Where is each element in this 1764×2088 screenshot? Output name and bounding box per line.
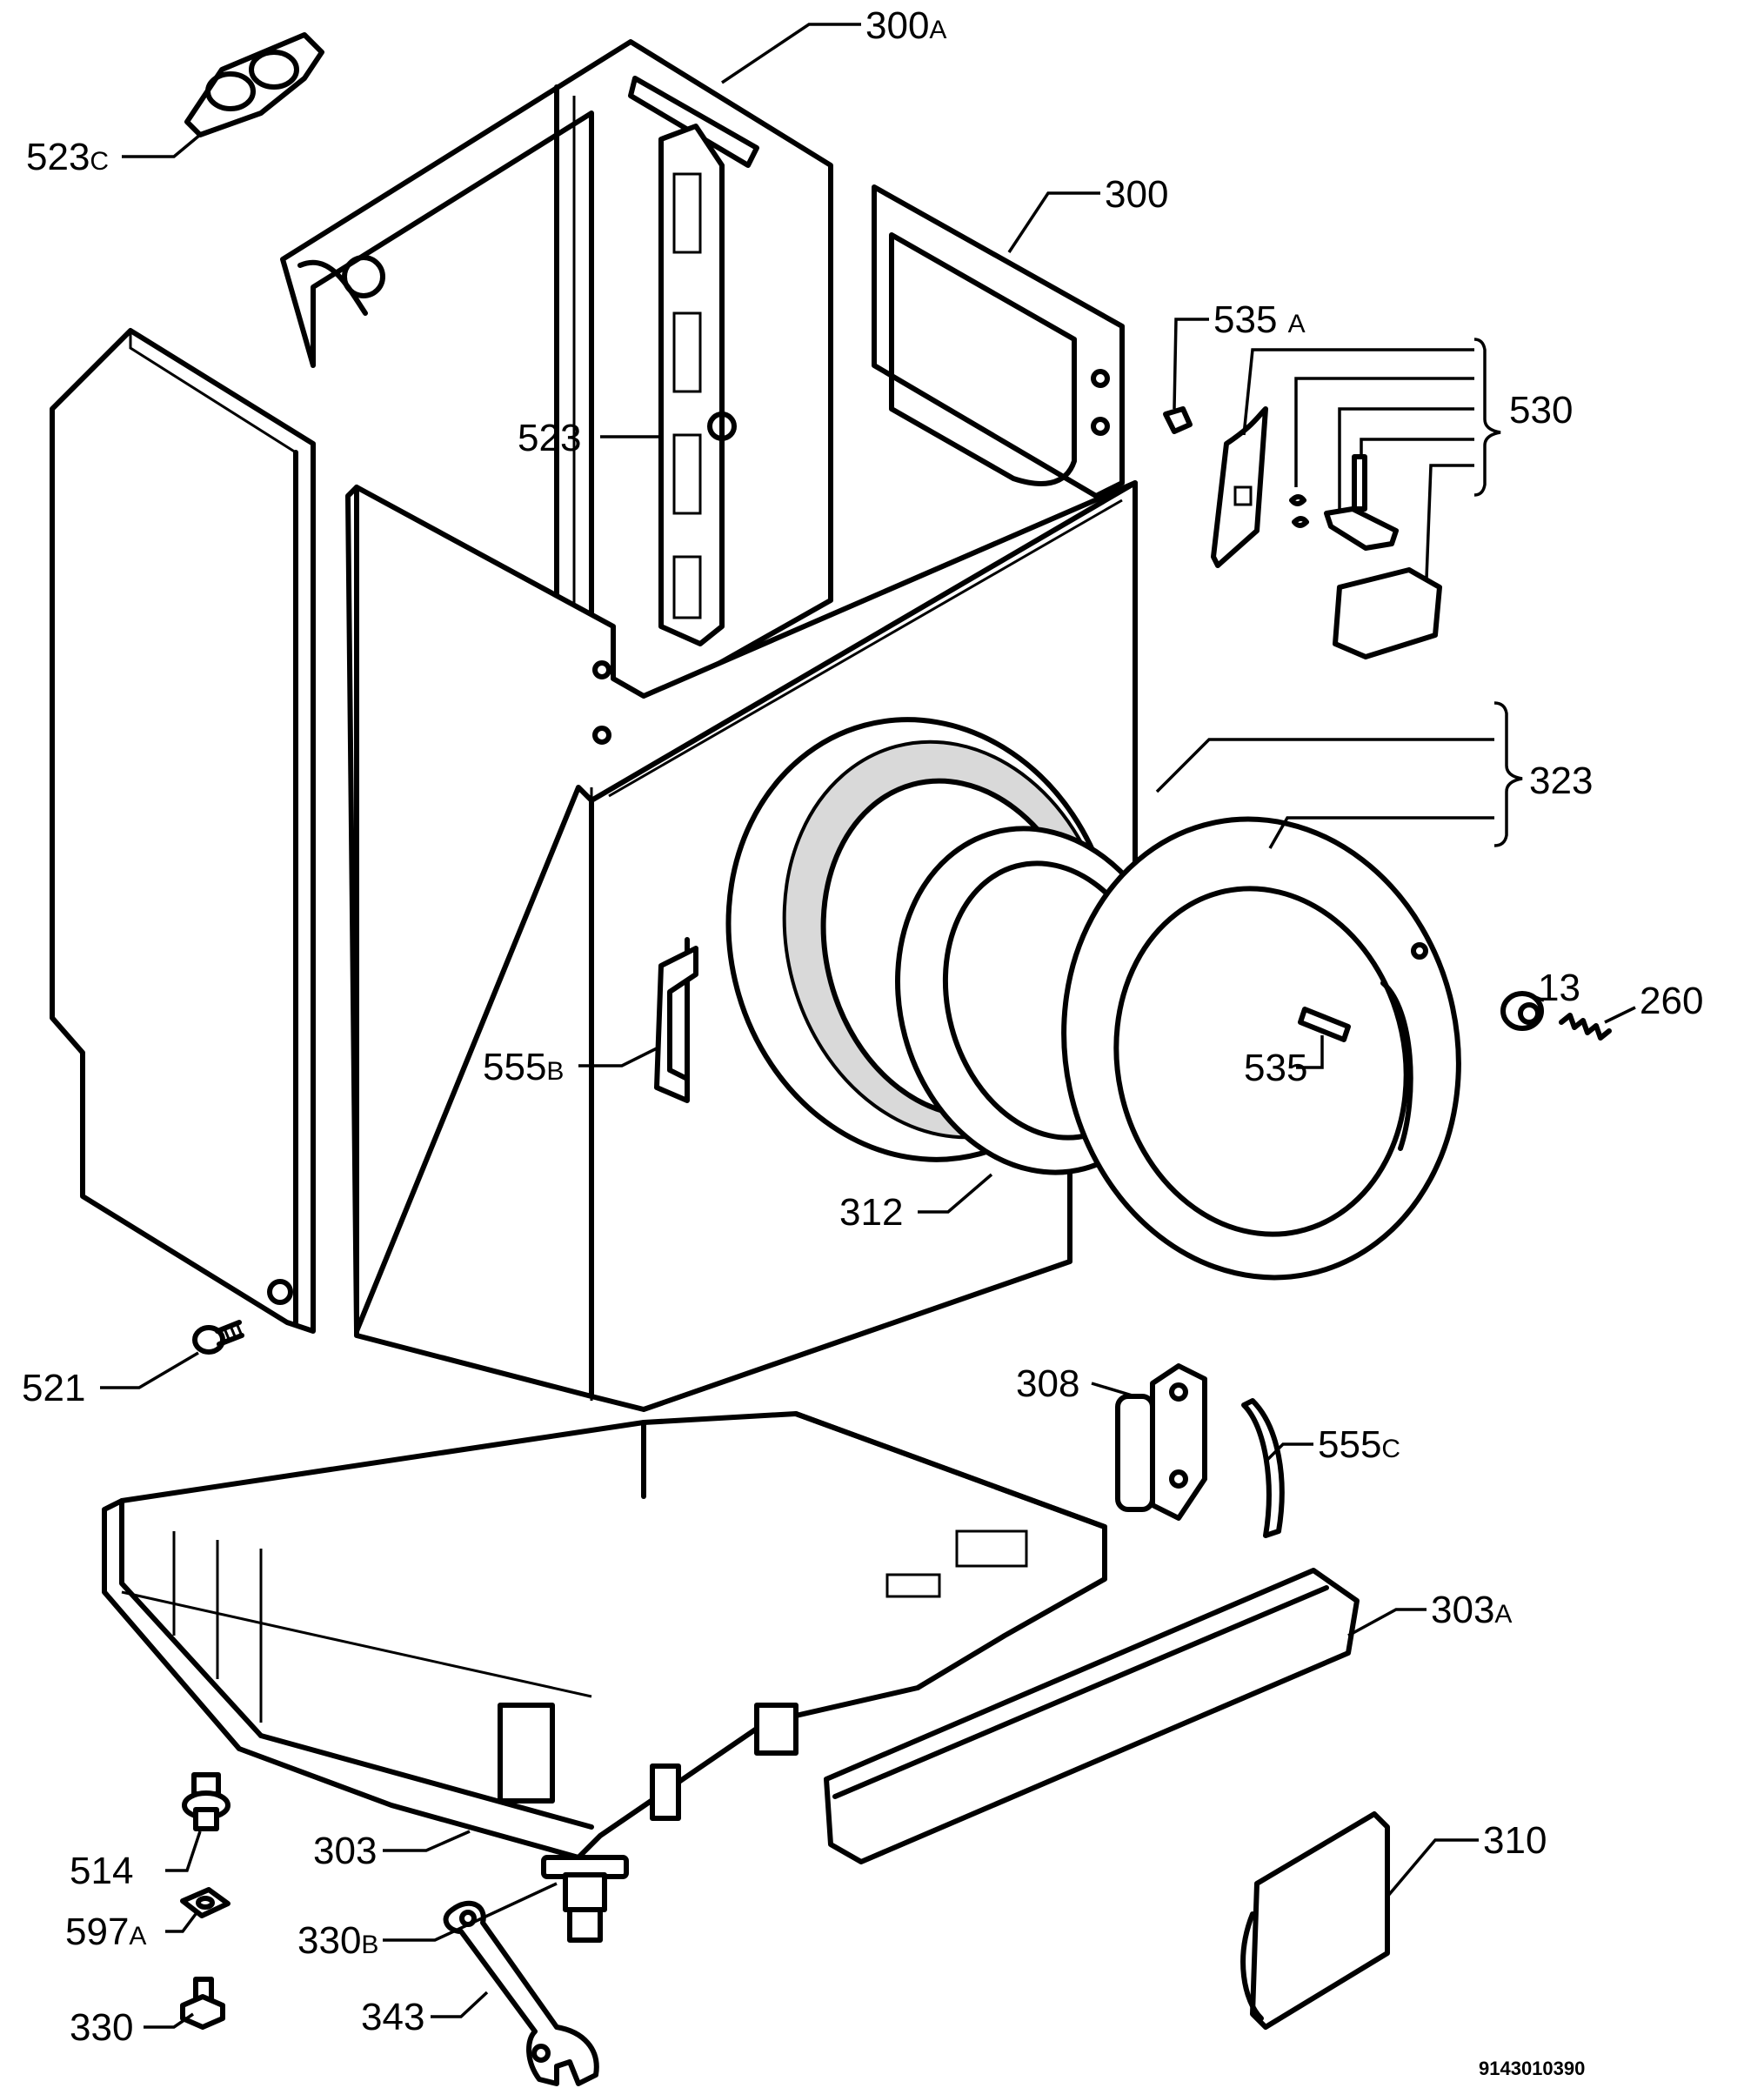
part-323-door-frame-outer bbox=[1061, 816, 1461, 1281]
label-312: 312 bbox=[839, 1191, 903, 1234]
label-260: 260 bbox=[1640, 980, 1703, 1022]
label-330: 330 bbox=[70, 2006, 133, 2049]
label-535: 535 bbox=[1244, 1047, 1307, 1089]
bracket-530 bbox=[1473, 338, 1501, 497]
bracket-323 bbox=[1493, 701, 1523, 847]
part-343-spanner bbox=[443, 1900, 599, 2086]
label-530: 530 bbox=[1509, 389, 1573, 432]
label-330b: 330B bbox=[297, 1919, 378, 1962]
label-535a: 535 A bbox=[1213, 298, 1306, 341]
label-310: 310 bbox=[1483, 1819, 1547, 1862]
label-343: 343 bbox=[361, 1996, 424, 2038]
label-300a: 300A bbox=[865, 4, 946, 47]
label-523c: 523C bbox=[26, 136, 109, 178]
label-514: 514 bbox=[70, 1850, 133, 1892]
label-523: 523 bbox=[518, 417, 581, 459]
leader-lines bbox=[100, 23, 1636, 2029]
cabinet-right-side-panel-300 bbox=[872, 184, 1125, 499]
label-303: 303 bbox=[313, 1830, 377, 1872]
label-13: 13 bbox=[1538, 967, 1580, 1009]
label-555c: 555C bbox=[1318, 1423, 1400, 1466]
cabinet-left-side-panel bbox=[50, 328, 316, 1334]
label-555b: 555B bbox=[483, 1046, 564, 1088]
part-521-screw bbox=[192, 1320, 244, 1355]
part-523-cable-strip bbox=[658, 124, 737, 646]
label-300: 300 bbox=[1105, 173, 1168, 216]
label-597a: 597A bbox=[65, 1911, 146, 1953]
label-303a: 303A bbox=[1431, 1589, 1512, 1631]
part-310-flap bbox=[1240, 1811, 1390, 2030]
part-514-foot-screw bbox=[182, 1772, 231, 1831]
part-330b-foot bbox=[541, 1855, 629, 1943]
part-13-bush bbox=[1500, 991, 1544, 1031]
label-323: 323 bbox=[1529, 760, 1593, 802]
part-303-base-frame bbox=[102, 1411, 1107, 1860]
part-597a-nut bbox=[180, 1887, 231, 1918]
label-521: 521 bbox=[22, 1367, 85, 1409]
drawing-code: 9143010390 bbox=[1479, 2058, 1585, 2079]
part-530-lock-assembly bbox=[1211, 406, 1442, 659]
part-555c-cover bbox=[1241, 1398, 1285, 1538]
part-523c-clip bbox=[184, 32, 324, 137]
part-535-pin bbox=[1298, 1007, 1351, 1042]
label-308: 308 bbox=[1016, 1362, 1079, 1405]
part-303a-plinth bbox=[824, 1568, 1360, 1864]
part-330-foot bbox=[180, 1977, 225, 2030]
part-308-hinge bbox=[1115, 1363, 1207, 1521]
part-535a-nub bbox=[1163, 406, 1193, 434]
part-260-spring bbox=[1559, 1013, 1612, 1041]
